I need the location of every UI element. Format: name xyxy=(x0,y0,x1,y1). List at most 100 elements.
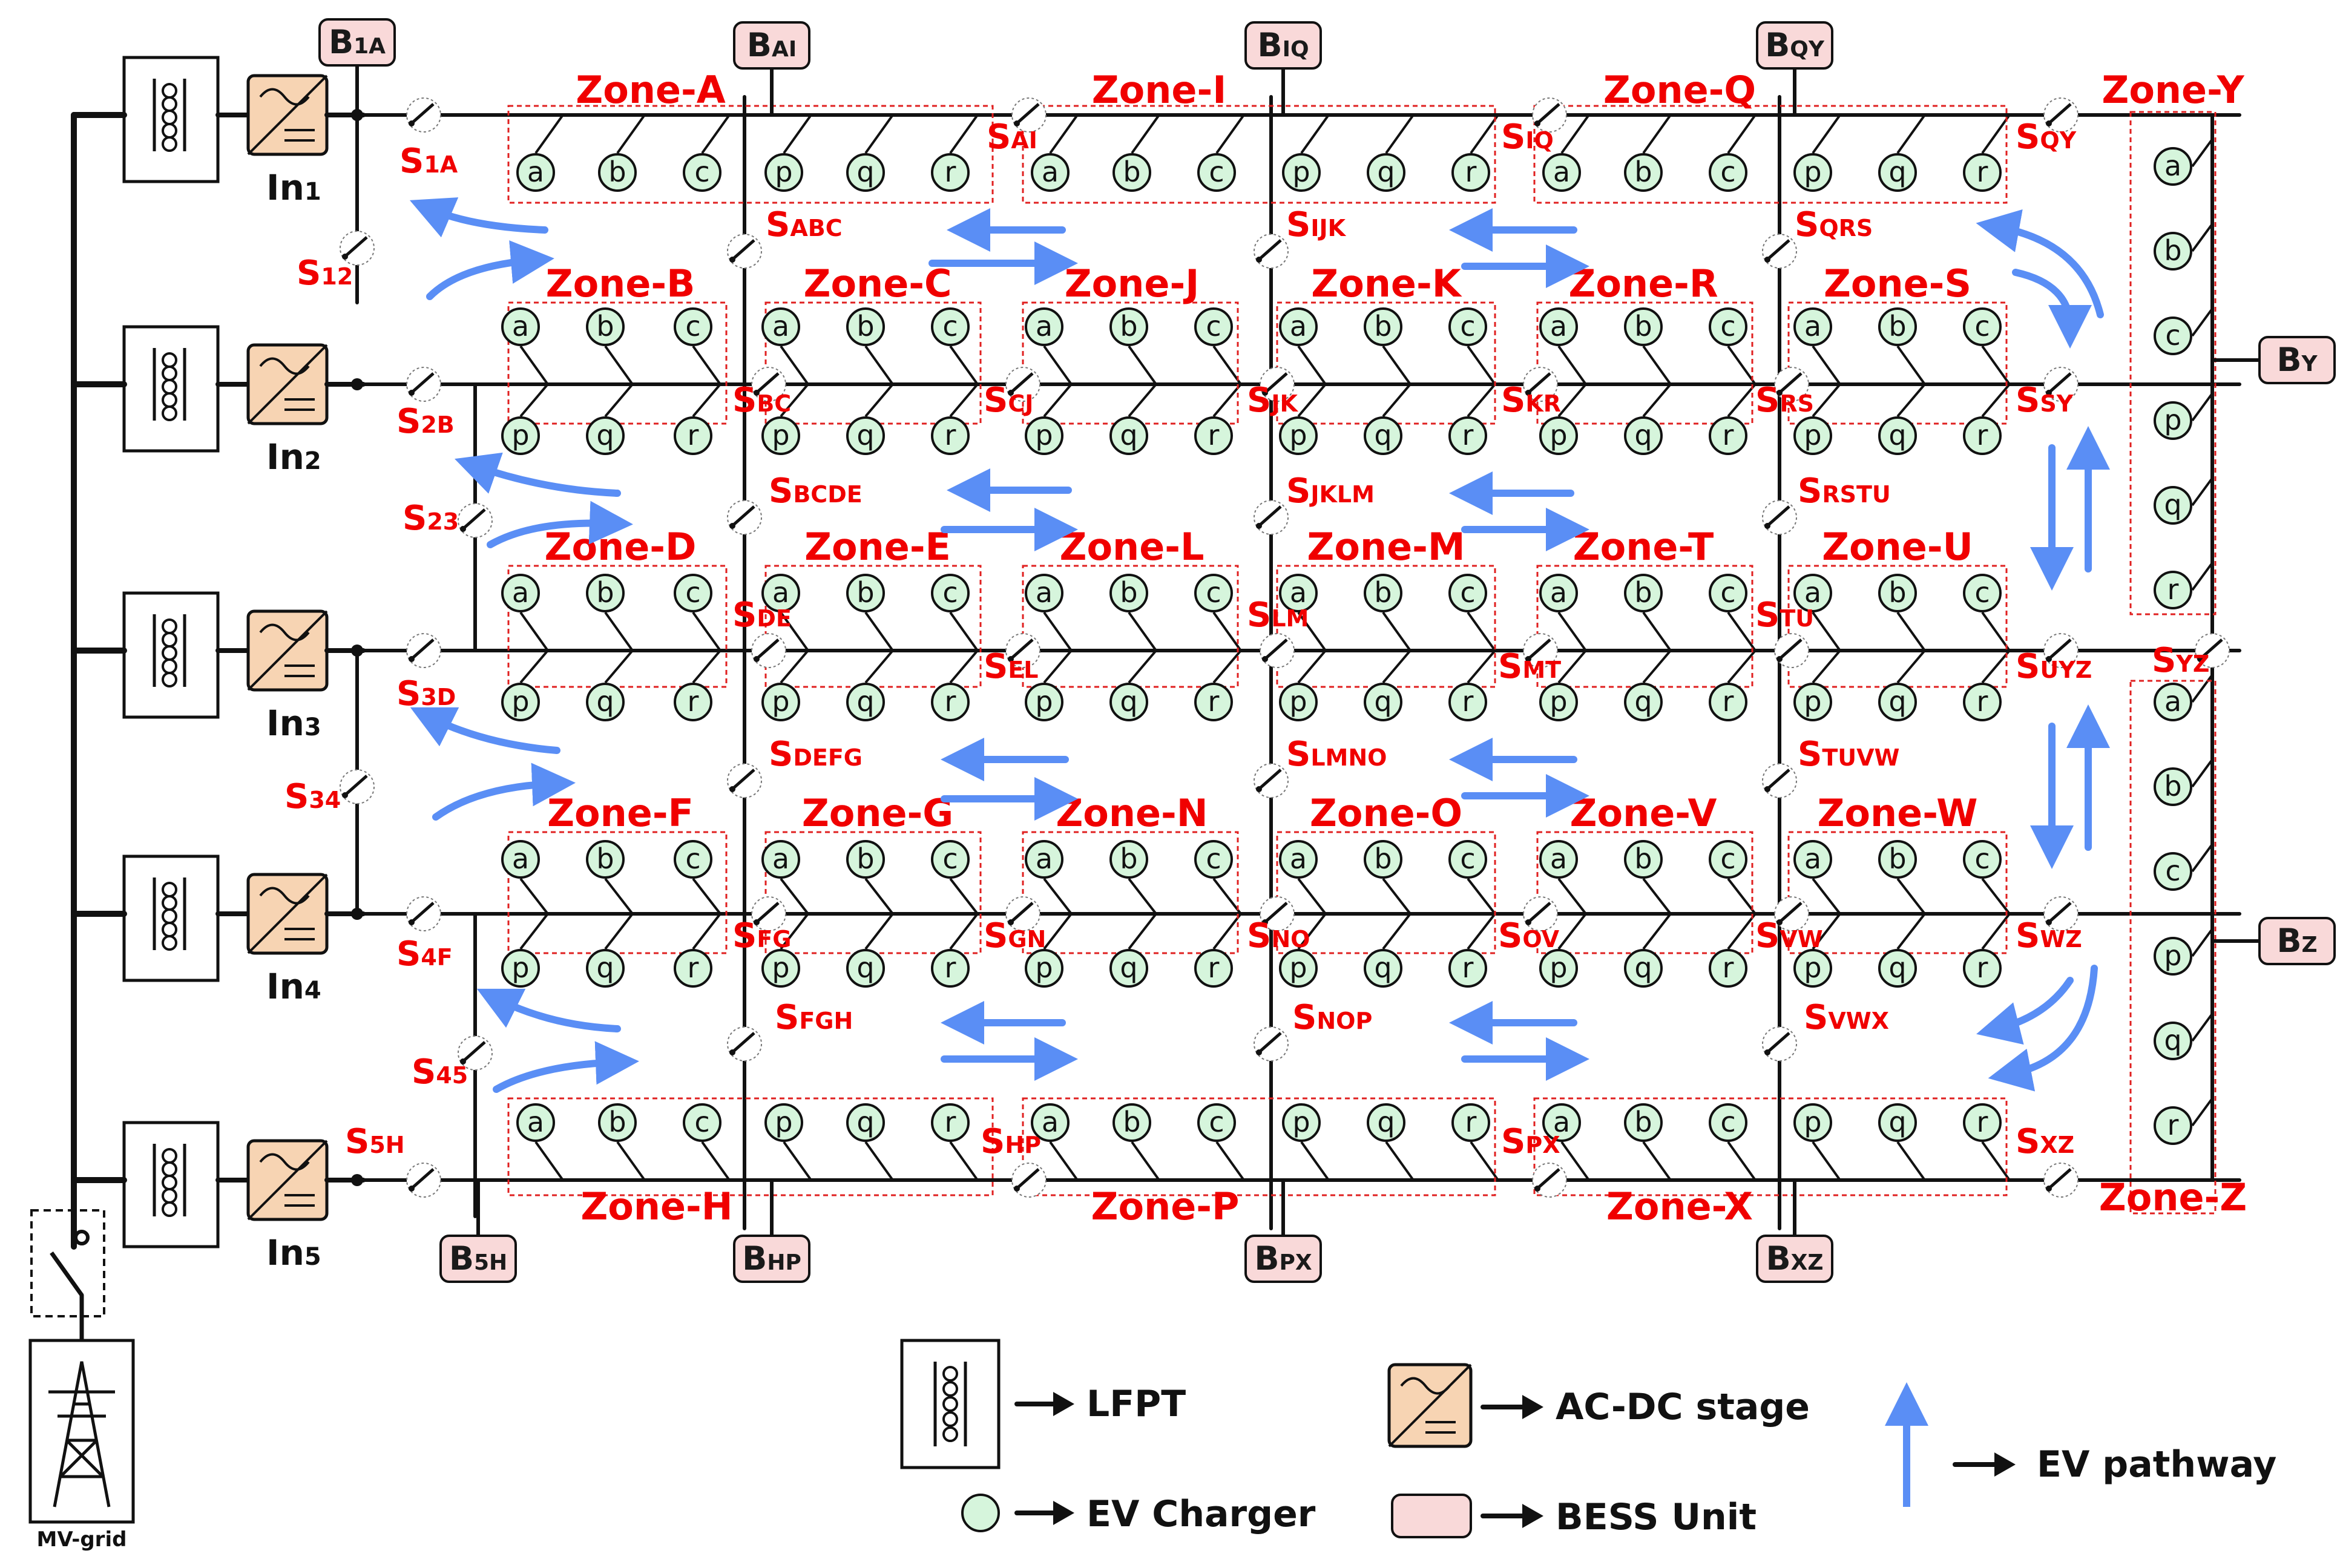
label-sub: 5 xyxy=(304,1243,321,1271)
ev-charger-letter: r xyxy=(1977,951,1988,984)
ev-charger-r-r: r xyxy=(1709,416,1747,455)
charger-feeder xyxy=(604,877,634,915)
label-sub: XZ xyxy=(2040,1132,2074,1158)
switch-blade xyxy=(2049,638,2072,659)
ev-charger-t-p: p xyxy=(1539,683,1578,721)
bess-box xyxy=(439,1235,517,1283)
switch-blade xyxy=(1528,372,1551,393)
ev-charger-icon xyxy=(598,1103,637,1142)
ev-charger-letter: q xyxy=(1888,685,1906,718)
ev-charger-letter: r xyxy=(1977,685,1988,718)
ev-charger-letter: r xyxy=(1465,1106,1477,1138)
label-sub: WZ xyxy=(2040,926,2082,953)
label-sub: FG xyxy=(757,926,791,953)
ev-charger-icon xyxy=(1279,949,1318,988)
ev-charger-v-b: b xyxy=(1624,840,1663,879)
ev-charger-r-b: b xyxy=(1624,307,1663,346)
ev-charger-n-r: r xyxy=(1194,949,1233,988)
zone-o-label: Zone-O xyxy=(1310,791,1462,835)
switch-pivot xyxy=(342,792,348,798)
ev-charger-icon xyxy=(1542,153,1581,192)
charger-feeder xyxy=(701,1141,731,1181)
label-sub: 4F xyxy=(421,944,452,971)
switch-blade xyxy=(1259,1032,1282,1052)
ev-charger-letter: r xyxy=(1208,951,1220,984)
ac-symbol xyxy=(259,88,310,106)
ev-charger-icon xyxy=(1963,949,2002,988)
lfpt-core xyxy=(153,1144,186,1216)
ac-symbol xyxy=(259,1153,310,1171)
lfpt-transformer-4 xyxy=(122,855,220,982)
switch-label: SEL xyxy=(984,647,1039,686)
charger-feeder xyxy=(604,383,634,418)
ev-charger-letter: c xyxy=(1720,156,1735,188)
ev-charger-letter: r xyxy=(1462,419,1474,451)
ev-charger-letter: a xyxy=(527,1106,544,1138)
ev-charger-b-c: c xyxy=(674,307,712,346)
ev-charger-letter: b xyxy=(1123,156,1140,188)
ev-charger-icon xyxy=(1793,683,1832,721)
legend-lfpt-core xyxy=(933,1362,967,1446)
ev-charger-letter: b xyxy=(1888,842,1906,875)
ev-charger-letter: c xyxy=(1720,576,1735,609)
ev-charger-icon xyxy=(1025,949,1063,988)
ev-charger-letter: r xyxy=(945,156,956,188)
ev-charger-letter: b xyxy=(1634,842,1652,875)
ev-charger-letter: r xyxy=(1977,1106,1988,1138)
ev-charger-icon xyxy=(1539,574,1578,612)
switch-vwx: SVWX xyxy=(1762,998,1889,1061)
switch-label: SRSTU xyxy=(1798,471,1891,511)
ev-charger-letter: p xyxy=(1550,951,1567,984)
label-sub: Y xyxy=(2301,352,2318,376)
ev-charger-letter: q xyxy=(596,419,614,451)
charger-feeder xyxy=(1642,1141,1672,1181)
charger-feeder xyxy=(1981,877,2011,915)
label-sub: QY xyxy=(1790,37,1825,62)
ev-charger-letter: c xyxy=(942,842,958,875)
charger-feeder xyxy=(1896,913,1926,950)
ev-charger-icon xyxy=(1793,949,1832,988)
ev-charger-s-q: q xyxy=(1878,416,1917,455)
ev-charger-icon xyxy=(2154,571,2192,609)
ev-charger-e-q: q xyxy=(846,683,885,721)
zone-i-label: Zone-I xyxy=(1092,68,1227,112)
ev-charger-letter: a xyxy=(512,576,529,609)
ev-charger-x-q: q xyxy=(1878,1103,1917,1142)
charger-feeder xyxy=(1642,611,1672,652)
label-main: S xyxy=(987,117,1011,157)
charger-feeder xyxy=(1896,649,1926,684)
ev-charger-r-a: a xyxy=(1539,307,1578,346)
bess-unit-xz: BXZ xyxy=(1756,1178,1833,1283)
ev-charger-letter: c xyxy=(1460,310,1475,343)
switch-pivot xyxy=(1525,656,1531,662)
switch-label: SSY xyxy=(2016,381,2074,420)
switch-blade xyxy=(1259,505,1282,526)
ev-charger-icon xyxy=(586,949,625,988)
ev-charger-icon xyxy=(1025,840,1063,879)
ev-charger-f-b: b xyxy=(586,840,625,879)
ev-charger-w-c: c xyxy=(1963,840,2002,879)
label-sub: 34 xyxy=(309,787,341,813)
label-sub: BC xyxy=(757,390,791,417)
switch-3d: S3D xyxy=(396,633,456,713)
ev-charger-l-a: a xyxy=(1025,574,1063,612)
lfpt-transformer-1 xyxy=(122,56,220,183)
charger-feeder xyxy=(2191,674,2213,703)
ev-charger-letter: b xyxy=(1634,576,1652,609)
ev-charger-icon xyxy=(1194,574,1233,612)
ev-charger-r-p: p xyxy=(1539,416,1578,455)
switch-no: SNO xyxy=(1247,896,1310,956)
charger-feeder xyxy=(1128,913,1157,950)
switch-label: SVWX xyxy=(1804,998,1889,1037)
charger-feeder xyxy=(1557,913,1587,950)
ev-charger-letter: r xyxy=(945,1106,956,1138)
charger-feeder xyxy=(1812,114,1841,154)
ev-charger-icon xyxy=(1112,1103,1151,1142)
legend-lfpt-icon xyxy=(900,1339,1001,1469)
zone-k-label: Zone-K xyxy=(1311,261,1462,306)
ev-charger-letter: q xyxy=(1888,156,1906,188)
switch-label: SGN xyxy=(984,916,1046,956)
ev-charger-letter: q xyxy=(1634,419,1652,451)
ev-charger-icon xyxy=(2154,232,2192,271)
label-main: B xyxy=(1765,26,1790,64)
